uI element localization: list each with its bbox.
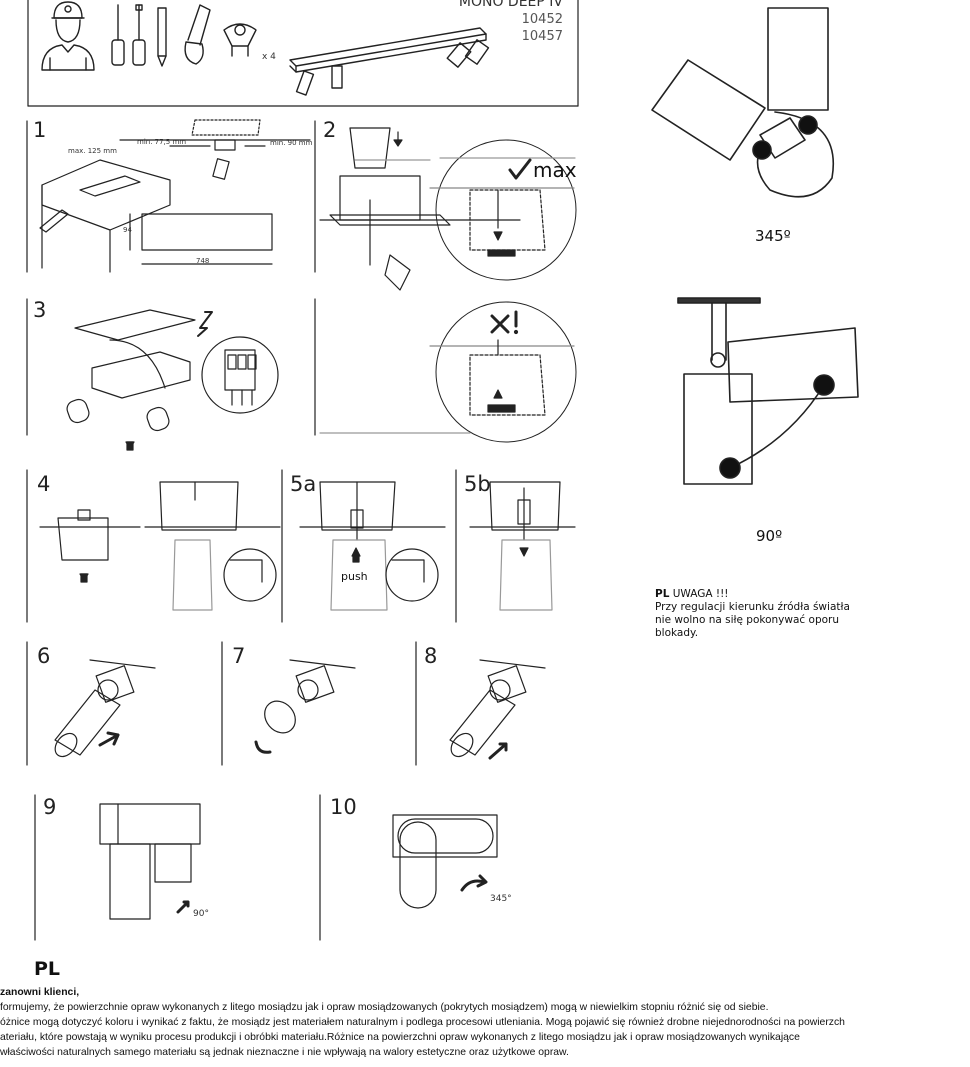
bulb-count: x 4 xyxy=(262,52,276,62)
step-number-10: 10 xyxy=(330,795,357,819)
step9-illustration xyxy=(34,794,201,941)
step5a-push-label: push xyxy=(341,570,368,583)
footer-greeting: zanowni klienci, xyxy=(0,987,80,998)
step-number-7: 7 xyxy=(232,644,246,668)
diagram-345 xyxy=(651,7,834,198)
step10-illustration xyxy=(319,794,498,941)
step8-illustration xyxy=(415,641,546,766)
header-box xyxy=(27,0,579,107)
step1-max-depth: max. 125 mm xyxy=(68,147,117,155)
step2-max-label: max xyxy=(533,158,577,182)
step-number-9: 9 xyxy=(43,795,57,819)
luminaire-rail-illustration xyxy=(289,27,490,96)
screwdriver-icon xyxy=(111,4,146,66)
step1-length: 748 xyxy=(196,257,210,265)
step4-illustration xyxy=(26,469,281,623)
step9-angle-label: 90° xyxy=(193,909,209,919)
footer-line-2: óżnice mogą dotyczyć koloru i wynikać z … xyxy=(0,1017,845,1028)
step-number-6: 6 xyxy=(37,644,51,668)
step-number-2: 2 xyxy=(323,118,337,142)
step1-min-width: min. 77,5 mm xyxy=(137,138,187,146)
angle-90-label: 90º xyxy=(756,527,783,545)
warning-note: PL UWAGA !!! Przy regulacji kierunku źró… xyxy=(655,588,885,640)
footer-line-4: właściwości naturalnych samego materiału… xyxy=(0,1047,569,1058)
warning-line-2: nie wolno na siłę pokonywać oporu xyxy=(655,614,840,626)
model-number-1: 10452 xyxy=(521,12,563,27)
step3-illustration xyxy=(26,298,577,451)
step-number-5a: 5a xyxy=(290,472,317,496)
footer-lang: PL xyxy=(34,958,61,980)
saw-icon xyxy=(184,4,211,65)
step-number-1: 1 xyxy=(33,118,47,142)
product-name: MONO DEEP IV xyxy=(458,0,563,10)
warning-line-3: blokady. xyxy=(655,627,699,639)
step1-illustration xyxy=(26,119,311,273)
step-number-5b: 5b xyxy=(464,472,491,496)
warning-lang: PL xyxy=(655,588,670,600)
step5b-illustration xyxy=(455,469,576,623)
step-number-8: 8 xyxy=(424,644,438,668)
step1-min-length: min. 90 mm xyxy=(270,139,313,147)
step6-illustration xyxy=(26,641,156,766)
warning-title: UWAGA !!! xyxy=(672,588,729,600)
installer-icon xyxy=(41,1,95,71)
warning-line-1: Przy regulacji kierunku źródła światła xyxy=(655,601,850,613)
step2-illustration xyxy=(314,120,577,291)
step-number-3: 3 xyxy=(33,298,47,322)
angle-345-label: 345º xyxy=(755,227,791,245)
step-number-4: 4 xyxy=(37,472,51,496)
step5a-illustration xyxy=(281,469,446,623)
diagram-90 xyxy=(677,297,859,485)
bulb-icon xyxy=(223,23,257,57)
footer-line-1: formujemy, że powierzchnie opraw wykonan… xyxy=(0,1002,769,1013)
step7-illustration xyxy=(221,641,356,766)
model-number-2: 10457 xyxy=(521,29,563,44)
step1-height: 94 xyxy=(123,226,132,234)
footer-line-3: ateriału, które powstają w wyniku proces… xyxy=(0,1032,800,1043)
step10-angle-label: 345° xyxy=(490,894,512,904)
pencil-icon xyxy=(157,7,167,67)
